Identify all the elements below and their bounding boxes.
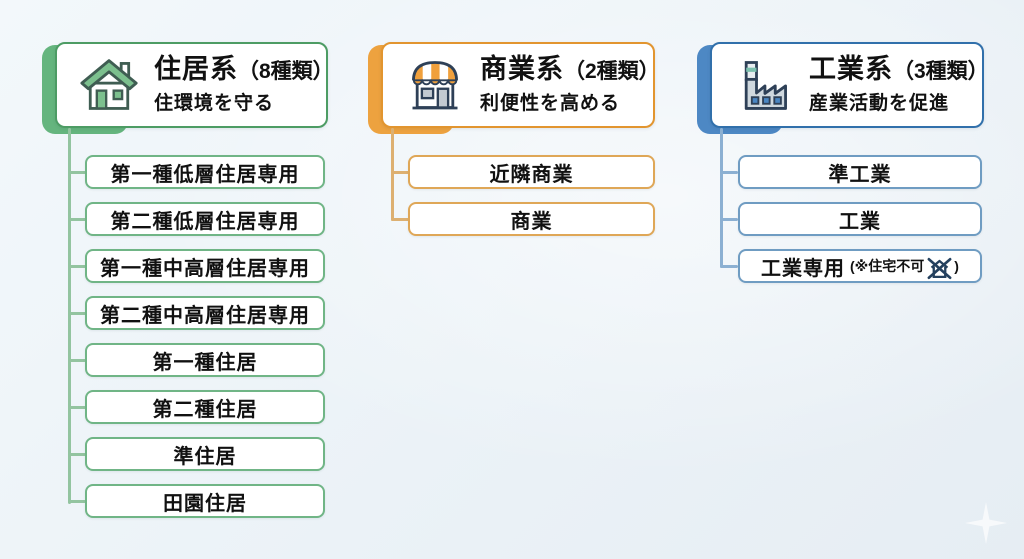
zone-item-label: 第二種低層住居専用 [110,210,300,233]
connector-stub [391,218,409,221]
industrial-title: 工業系 [809,53,893,84]
zone-item-label: 準住居 [173,445,237,468]
zone-item-label: 第一種低層住居専用 [110,163,300,186]
four-point-star-icon [965,502,1007,544]
zone-item-label: 準工業 [828,163,892,186]
connector-stub [68,171,86,174]
zone-item-residential-5: 第一種住居 [85,343,325,377]
zone-item-residential-6: 第二種住居 [85,390,325,424]
zone-item-industrial-1: 準工業 [738,155,982,189]
zone-item-label: 田園住居 [163,492,247,515]
zone-item-label: 工業専用 [761,257,846,280]
connector-stub [68,453,86,456]
connector-stub [68,406,86,409]
zone-item-label: 近隣商業 [489,163,574,186]
connector-stub [68,312,86,315]
residential-column: 住居系（8種類） 住環境を守る 第一種低層住居専用 第二種低層住居専用 第一種中… [42,42,334,542]
commercial-count: （2種類） [564,59,660,83]
zone-item-residential-2: 第二種低層住居専用 [85,202,325,236]
residential-subtitle: 住環境を守る [154,93,275,115]
residential-connector-line [68,128,71,504]
connector-stub [391,171,409,174]
industrial-connector-line [720,128,723,268]
zone-item-note-close: ) [954,258,959,274]
connector-stub [68,500,86,503]
zone-item-label: 第一種住居 [152,351,258,374]
connector-stub [720,218,738,221]
zone-item-label: 第二種中高層住居専用 [100,304,310,327]
connector-stub [68,359,86,362]
zone-item-industrial-2: 工業 [738,202,982,236]
zone-item-industrial-3: 工業専用(※住宅不可 ) [738,249,982,283]
connector-stub [720,171,738,174]
store-icon [405,56,465,114]
residential-title: 住居系 [154,53,238,84]
connector-stub [68,218,86,221]
zone-item-note: (※住宅不可 [850,258,925,274]
zone-item-label: 第一種中高層住居専用 [100,257,310,280]
connector-stub [68,265,86,268]
commercial-subtitle: 利便性を高める [480,93,621,115]
zone-item-residential-3: 第一種中高層住居専用 [85,249,325,283]
zone-item-label: 商業 [510,210,553,233]
industrial-header: 工業系（3種類） 産業活動を促進 [697,42,989,134]
industrial-count: （3種類） [893,59,989,83]
zone-item-residential-7: 準住居 [85,437,325,471]
commercial-header: 商業系（2種類） 利便性を高める [368,42,660,134]
zone-item-label: 第二種住居 [152,398,258,421]
commercial-header-card: 商業系（2種類） 利便性を高める [381,42,660,128]
factory-icon [734,56,794,114]
commercial-title: 商業系 [480,53,564,84]
zone-item-commercial-1: 近隣商業 [408,155,655,189]
residential-header: 住居系（8種類） 住環境を守る [42,42,334,134]
zone-item-residential-8: 田園住居 [85,484,325,518]
no-house-icon [927,257,952,280]
industrial-subtitle: 産業活動を促進 [809,93,950,115]
industrial-column: 工業系（3種類） 産業活動を促進 準工業 工業 工業専用(※住宅不可 ) [697,42,989,542]
house-icon [79,56,139,114]
commercial-column: 商業系（2種類） 利便性を高める 近隣商業 商業 [368,42,660,542]
commercial-connector-line [391,128,394,221]
residential-header-card: 住居系（8種類） 住環境を守る [55,42,334,128]
zone-item-residential-4: 第二種中高層住居専用 [85,296,325,330]
industrial-header-card: 工業系（3種類） 産業活動を促進 [710,42,989,128]
zone-item-commercial-2: 商業 [408,202,655,236]
residential-count: （8種類） [238,59,334,83]
connector-stub [720,265,738,268]
zone-item-label: 工業 [839,210,881,233]
zone-item-residential-1: 第一種低層住居専用 [85,155,325,189]
